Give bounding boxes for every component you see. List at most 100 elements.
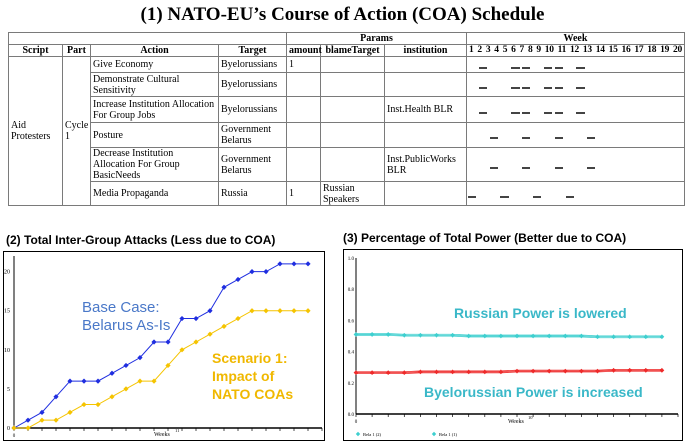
data-point [659, 367, 665, 373]
scenario-annotation: NATO COAs [212, 386, 293, 402]
col-header-script: Script [8, 44, 63, 57]
week-bar [543, 66, 553, 69]
data-point [498, 369, 504, 375]
week-number: 17 [634, 45, 644, 55]
week-bar [554, 137, 563, 139]
y-tick-label: 0.0 [348, 413, 355, 418]
byelorussian-power-line [356, 368, 662, 373]
data-point [81, 401, 87, 408]
data-point [431, 431, 437, 437]
russian-power-line [356, 334, 662, 339]
action-cell: Decrease Institution Allocation For Grou… [90, 147, 219, 182]
week-schedule-cell [466, 147, 685, 182]
week-bar [554, 66, 563, 69]
blame-target-cell [320, 147, 385, 182]
base-case-line [13, 263, 308, 429]
week-number: 4 [494, 45, 499, 55]
target-cell: Byelorussians [218, 56, 287, 73]
data-point [137, 378, 143, 384]
data-point [385, 332, 391, 337]
data-point [165, 339, 171, 345]
week-number: 2 [477, 45, 482, 55]
week-bar [532, 195, 542, 198]
table-row: Aid Protesters Cycle 1 Give Economy Byel… [8, 56, 685, 206]
russian-power-line [356, 334, 662, 338]
data-point [546, 368, 552, 374]
data-point [123, 362, 129, 369]
target-cell: Byelorussians [218, 96, 287, 123]
data-point [418, 369, 423, 375]
week-number: 20 [673, 45, 682, 55]
data-point [369, 370, 375, 376]
week-bar [565, 195, 574, 198]
week-bar [522, 66, 531, 69]
week-bar [576, 66, 585, 69]
blame-target-cell [320, 96, 385, 123]
data-point [277, 261, 283, 267]
institution-cell [384, 56, 467, 73]
week-number: 12 [570, 45, 579, 55]
week-number: 13 [582, 45, 592, 55]
week-number: 8 [527, 45, 533, 55]
data-point [291, 308, 297, 314]
coa-schedule-table: Params Week Script Part Action Target am… [8, 32, 685, 206]
target-cell: Byelorussians [218, 72, 287, 97]
week-number: 15 [608, 45, 618, 55]
col-header-target: Target [218, 44, 287, 57]
data-point [207, 331, 213, 337]
data-point [193, 339, 199, 345]
week-bar [554, 111, 563, 114]
week-bar [576, 86, 585, 89]
data-point [151, 339, 157, 345]
data-point [401, 370, 407, 376]
week-bar [554, 166, 563, 169]
data-point [579, 333, 584, 339]
institution-cell [384, 72, 467, 97]
col-header-part: Part [62, 44, 91, 57]
data-point [221, 323, 227, 329]
week-number: 7 [519, 45, 525, 55]
data-point [123, 386, 129, 392]
week-number: 10 [544, 45, 554, 55]
col-header-action: Action [90, 44, 219, 57]
data-point [249, 308, 255, 314]
byelorussian-power-line [356, 369, 662, 374]
data-point [611, 334, 616, 340]
data-point [109, 394, 115, 400]
byelorussian-power-line [356, 370, 662, 374]
attacks-chart-heading: (2) Total Inter-Group Attacks (Less due … [6, 233, 276, 247]
y-tick-label: 0 [7, 426, 10, 432]
x-tick-label: 11 [175, 428, 179, 433]
week-bar [587, 137, 596, 139]
amount-cell: 1 [286, 181, 321, 206]
data-point [466, 369, 472, 375]
data-point [291, 261, 297, 267]
week-number: 5 [502, 45, 508, 55]
data-point [305, 261, 311, 267]
data-point [353, 332, 359, 337]
col-header-amount: amount [286, 44, 322, 57]
column-header-row: Script Part Action Target amount blameTa… [8, 44, 685, 57]
week-number: 1 [469, 45, 474, 55]
data-point [643, 367, 649, 373]
data-point [643, 334, 649, 340]
data-point [179, 315, 185, 322]
data-point [305, 308, 311, 314]
target-cell: Russia [218, 181, 287, 206]
data-point [193, 315, 199, 322]
scenario-line [14, 310, 308, 429]
y-tick-label: 0.8 [348, 288, 355, 293]
data-point [11, 425, 17, 431]
data-point [562, 333, 568, 339]
action-cell: Media Propaganda [90, 181, 219, 206]
institution-cell [384, 181, 467, 206]
data-point [207, 308, 213, 314]
data-point [263, 308, 269, 314]
table-row: Media Propaganda Russia 1 Russian Speake… [9, 181, 685, 206]
amount-cell [286, 147, 321, 182]
col-header-institution: institution [384, 44, 467, 57]
data-point [277, 308, 283, 314]
